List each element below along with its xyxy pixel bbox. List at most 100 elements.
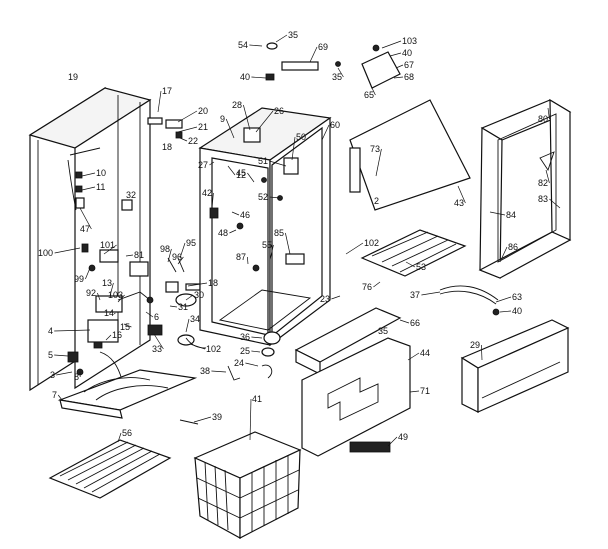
callout-c40b: 40 [402, 48, 412, 58]
callout-c29: 29 [470, 340, 480, 350]
wire-basket [193, 431, 302, 540]
leader-c45 [247, 172, 255, 183]
leader-c42 [211, 192, 214, 209]
callout-c55: 55 [262, 240, 272, 250]
leader-c41 [249, 398, 252, 441]
hinge-parts [265, 42, 401, 453]
leader-c11 [81, 186, 96, 191]
leader-c13 [109, 282, 114, 297]
leader-c96 [177, 256, 184, 265]
callout-c103: 103 [108, 290, 123, 300]
leader-c49 [387, 436, 398, 447]
leader-c103b [381, 40, 402, 49]
callout-c83: 83 [538, 194, 548, 204]
leader-c39 [193, 416, 212, 423]
leader-c6 [145, 311, 154, 318]
callout-c63: 63 [512, 292, 522, 302]
callout-c7: 7 [52, 390, 57, 400]
shelf-56 [48, 439, 172, 499]
callout-c13: 13 [102, 278, 112, 288]
callout-c100: 100 [38, 248, 53, 258]
leader-c33 [153, 333, 164, 350]
callout-c54: 54 [238, 40, 248, 50]
leader-c95 [179, 242, 186, 259]
leader-c17 [157, 90, 162, 113]
base-pan [57, 369, 198, 419]
callout-c24: 24 [234, 358, 244, 368]
callout-c92: 92 [86, 288, 96, 298]
leader-c40b [389, 52, 402, 57]
callout-c66: 66 [410, 318, 420, 328]
callout-c49: 49 [398, 432, 408, 442]
leader-c73 [375, 148, 382, 177]
leader-c87 [247, 256, 249, 265]
wire-shelf-53 [360, 229, 467, 277]
leader-c16 [105, 334, 112, 341]
leader-c69 [309, 46, 318, 63]
callout-c51: 51 [258, 156, 268, 166]
leader-c30 [185, 294, 194, 301]
callout-c43: 43 [454, 198, 464, 208]
callout-c30: 30 [194, 290, 204, 300]
outer-cabinet [28, 86, 152, 392]
callout-c69: 69 [318, 42, 328, 52]
callout-c102b: 102 [364, 238, 379, 248]
callout-c103b: 103 [402, 36, 417, 46]
callout-c67: 67 [404, 60, 414, 70]
leader-c29 [481, 344, 483, 361]
callout-c81: 81 [134, 250, 144, 260]
callout-c47: 47 [80, 224, 90, 234]
callout-c11: 11 [96, 182, 105, 192]
callout-c14: 14 [104, 308, 114, 318]
leader-c18b [187, 282, 208, 287]
callout-c4: 4 [48, 326, 53, 336]
callout-c23: 23 [320, 294, 330, 304]
leader-c34 [185, 318, 190, 333]
leader-c102a [189, 343, 206, 350]
leader-c44 [407, 352, 420, 361]
leader-c54 [249, 44, 263, 47]
callout-c102a: 102 [206, 344, 221, 354]
leader-c5 [54, 354, 69, 357]
leader-c38 [211, 370, 227, 373]
leader-c83 [549, 198, 561, 209]
door-panel [349, 99, 471, 211]
callout-c2: 2 [374, 196, 379, 206]
leader-c56 [117, 432, 122, 443]
callout-c18a: 18 [162, 142, 172, 152]
leader-c84 [489, 211, 506, 216]
callout-c31: 31 [178, 302, 188, 312]
callout-c5: 5 [48, 350, 53, 360]
leader-c31 [169, 305, 178, 308]
callout-c37: 37 [410, 290, 420, 300]
callout-c87: 87 [236, 252, 246, 262]
callout-c46: 46 [240, 210, 250, 220]
leader-c67 [395, 64, 404, 69]
callout-c101: 101 [100, 240, 115, 250]
callout-c48: 48 [218, 228, 228, 238]
callout-c71: 71 [420, 386, 430, 396]
leader-c15 [123, 323, 132, 328]
leader-c98 [167, 248, 172, 263]
leader-c12 [227, 165, 236, 176]
callout-c28: 28 [232, 100, 242, 110]
callout-c68: 68 [404, 72, 414, 82]
leader-c103 [117, 294, 125, 303]
leader-c43 [457, 185, 466, 204]
callout-c60: 60 [330, 120, 340, 130]
leader-c68 [393, 76, 404, 79]
callout-c35c: 35 [378, 326, 388, 336]
heater-wire [439, 285, 500, 316]
callout-c21: 21 [198, 122, 208, 132]
leader-c20 [177, 110, 198, 123]
callout-c18b: 18 [208, 278, 218, 288]
leader-c28 [243, 104, 251, 131]
leader-c50 [291, 136, 296, 161]
leader-c25 [251, 350, 261, 353]
leader-c24 [245, 362, 259, 367]
leader-c60 [321, 124, 330, 141]
leader-lines [54, 34, 561, 447]
leader-c23 [331, 295, 341, 300]
